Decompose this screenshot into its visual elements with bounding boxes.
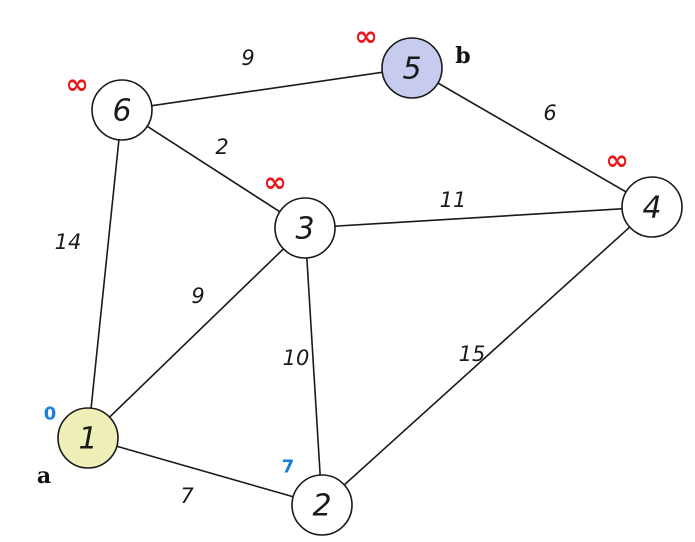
node-circle-4 xyxy=(621,176,683,238)
node-circle-6 xyxy=(91,79,153,141)
nodes-layer: 1 2 3 4 5 6 xyxy=(57,37,683,536)
distance-label-node-4: ∞ xyxy=(605,144,628,177)
edge-weight-6-1: 14 xyxy=(55,230,82,254)
node-label-6: 6 xyxy=(112,94,131,129)
edge-weight-1-2: 7 xyxy=(180,484,194,508)
edge-weight-6-3: 2 xyxy=(215,135,228,159)
distance-label-node-2: 7 xyxy=(282,457,295,478)
node-circle-1 xyxy=(57,407,119,469)
distance-label-node-6: ∞ xyxy=(65,68,88,101)
edge-6-1 xyxy=(87,109,123,439)
edge-1-2 xyxy=(87,437,323,506)
distance-labels-layer: 0 7 ∞ ∞ ∞ ∞ xyxy=(44,20,629,478)
node-circle-5 xyxy=(381,37,443,99)
edges-layer xyxy=(87,67,653,506)
distance-label-node-3: ∞ xyxy=(263,166,286,199)
node-5: 5 xyxy=(381,37,443,99)
edge-6-3 xyxy=(121,109,306,229)
distance-label-node-5: ∞ xyxy=(354,20,377,53)
node-2: 2 xyxy=(291,474,353,536)
node-circle-2 xyxy=(291,474,353,536)
node-tag-5: b xyxy=(455,43,470,69)
node-label-4: 4 xyxy=(642,191,661,226)
node-tags-layer: ab xyxy=(37,43,471,489)
edge-3-2 xyxy=(304,227,323,506)
node-tag-1: a xyxy=(37,463,51,489)
edge-4-2 xyxy=(321,206,653,506)
node-label-5: 5 xyxy=(402,52,421,87)
edge-weight-6-5: 9 xyxy=(241,46,254,70)
node-circle-3 xyxy=(274,197,336,259)
edge-5-4 xyxy=(411,67,653,208)
edge-weight-5-4: 6 xyxy=(543,101,556,125)
edge-1-3 xyxy=(87,227,306,439)
node-4: 4 xyxy=(621,176,683,238)
edge-weight-3-2: 10 xyxy=(283,346,310,370)
node-1: 1 xyxy=(57,407,119,469)
node-6: 6 xyxy=(91,79,153,141)
edge-weight-3-4: 11 xyxy=(440,188,467,212)
edge-6-5 xyxy=(121,67,413,111)
node-label-3: 3 xyxy=(295,212,314,247)
node-label-1: 1 xyxy=(78,422,97,457)
distance-label-node-1: 0 xyxy=(44,404,57,425)
edge-weight-4-2: 15 xyxy=(459,342,486,366)
edge-3-4 xyxy=(304,206,653,229)
edge-weight-1-3: 9 xyxy=(191,284,204,308)
node-3: 3 xyxy=(274,197,336,259)
node-label-2: 2 xyxy=(312,489,331,524)
